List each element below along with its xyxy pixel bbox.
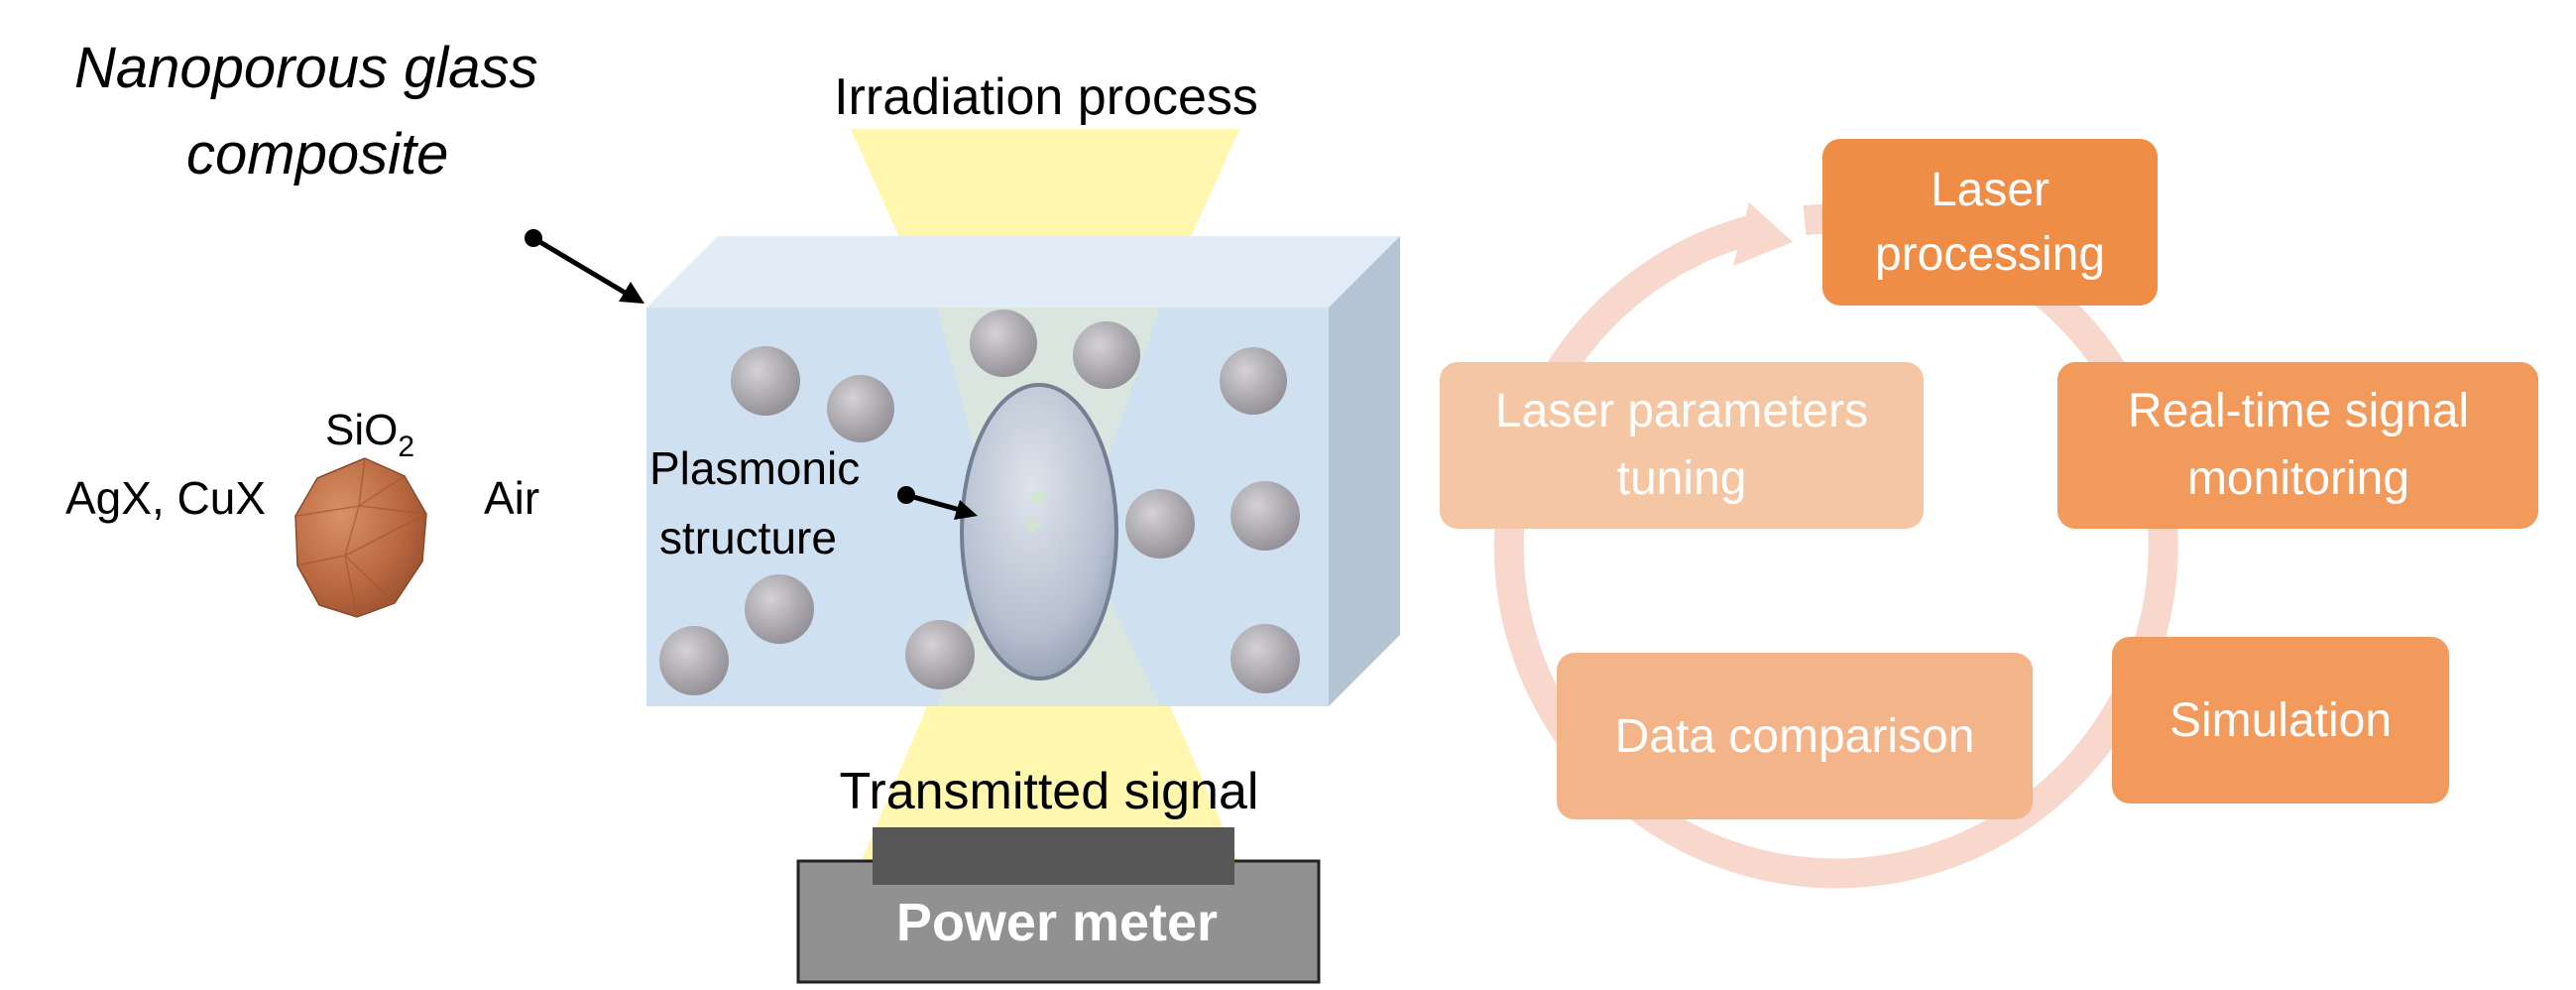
plasmonic-label-line2: structure xyxy=(659,512,837,563)
cycle-arrowhead xyxy=(1733,202,1793,266)
glass-side-face xyxy=(1329,236,1400,706)
pore xyxy=(731,346,800,416)
power-meter-label: Power meter xyxy=(896,893,1218,952)
pore xyxy=(970,309,1037,377)
composite-title-line1: Nanoporous glass xyxy=(74,36,538,100)
plasmonic-label-line1: Plasmonic xyxy=(649,442,860,494)
irradiation-label: Irradiation process xyxy=(834,68,1258,126)
power-meter: Power meter xyxy=(796,827,1321,984)
transmitted-beam xyxy=(861,706,1239,863)
pore xyxy=(1230,624,1300,693)
pore xyxy=(905,620,975,689)
pore xyxy=(745,574,814,644)
pore xyxy=(1073,321,1140,389)
plasmonic-pointer-arrow xyxy=(897,486,978,520)
composite-title-line2: composite xyxy=(186,122,448,186)
pore xyxy=(659,626,729,695)
glass-top-face xyxy=(646,236,1400,308)
silica-label: SiO2 xyxy=(325,406,414,463)
cycle-step-simulation: Simulation xyxy=(2112,637,2449,804)
plasmonic-structure-shape xyxy=(960,383,1118,681)
halide-label: AgX, CuX xyxy=(65,472,266,524)
pore xyxy=(827,375,894,442)
cycle-step-signal-monitoring: Real-time signal monitoring xyxy=(2057,362,2538,529)
power-meter-sensor xyxy=(873,827,1234,885)
cycle-step-parameter-tuning: Laser parameters tuning xyxy=(1440,362,1924,529)
workflow-cycle: Laser processing Real-time signal monito… xyxy=(1440,139,2538,889)
transmitted-label: Transmitted signal xyxy=(840,763,1259,820)
step-label-line1: Data comparison xyxy=(1615,710,1975,763)
title-pointer-arrow xyxy=(525,229,644,304)
precursor-particle xyxy=(294,457,427,618)
air-label: Air xyxy=(484,472,539,524)
left-panel: Nanoporous glass composite SiO2 AgX, CuX… xyxy=(65,36,1400,984)
cycle-step-data-comparison: Data comparison xyxy=(1557,653,2033,819)
step-label-line1: Real-time signal xyxy=(2128,385,2469,437)
pore xyxy=(1220,347,1287,415)
step-label-line1: Laser parameters xyxy=(1495,385,1868,437)
step-label-line1: Laser xyxy=(1931,164,2049,216)
step-label-line1: Simulation xyxy=(2169,694,2392,747)
particle-body xyxy=(294,457,427,618)
glass-pores xyxy=(659,309,1300,695)
pore xyxy=(1230,481,1300,551)
step-label-line2: monitoring xyxy=(2187,452,2409,505)
step-label-line2: processing xyxy=(1875,228,2105,281)
cycle-step-laser-processing: Laser processing xyxy=(1822,139,2158,306)
step-label-line2: tuning xyxy=(1617,452,1747,505)
pore xyxy=(1125,489,1195,558)
